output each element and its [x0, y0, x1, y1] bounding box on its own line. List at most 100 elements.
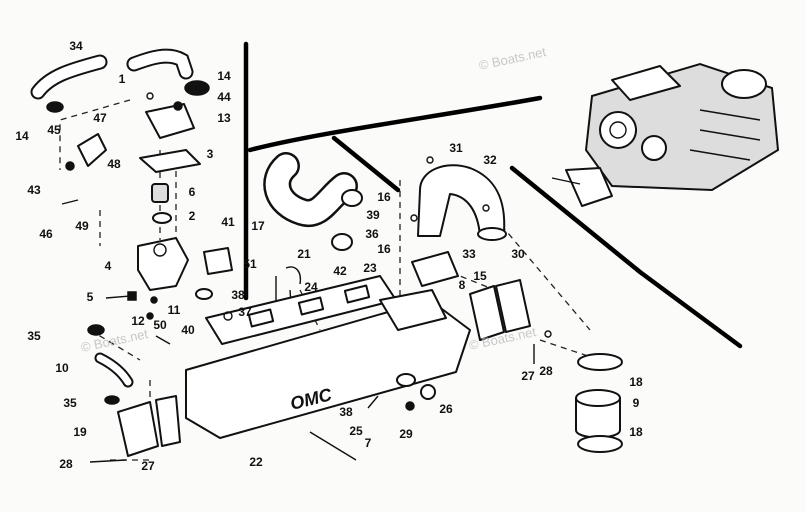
callout-4: 4: [105, 259, 112, 273]
callout-24: 24: [304, 280, 318, 294]
callout-19: 19: [73, 425, 87, 439]
misc-hardware: [61, 199, 552, 364]
callout-13: 13: [217, 111, 231, 125]
callout-35: 35: [63, 396, 77, 410]
cap-part-35b: [104, 395, 120, 405]
cover-part-19: [117, 401, 159, 457]
callout-33: 33: [462, 247, 476, 261]
callout-2: 2: [189, 209, 196, 223]
bracket-part-47: [77, 133, 107, 167]
clamp-part-16b: [331, 233, 353, 251]
callout-46: 46: [39, 227, 53, 241]
callout-38: 38: [231, 288, 245, 302]
callout-21: 21: [297, 247, 311, 261]
divider-line-right: [509, 165, 743, 349]
housing-part-13: [145, 103, 195, 139]
plate-part-8: [469, 285, 505, 341]
callout-44: 44: [217, 90, 231, 104]
manifold-flange: [379, 289, 447, 331]
gasket-part-33: [411, 251, 459, 287]
gasket-port: [297, 296, 325, 316]
callout-49: 49: [75, 219, 89, 233]
cap-part-14b: [46, 101, 64, 113]
callout-8: 8: [459, 278, 466, 292]
stud-part-25: [367, 395, 379, 409]
gasket-part-3: [139, 149, 201, 173]
fitting-part-11: [195, 288, 213, 300]
callout-11: 11: [168, 303, 181, 317]
fitting-part-29: [405, 401, 415, 411]
callout-27: 27: [521, 369, 535, 383]
plug-part-31: [426, 156, 434, 164]
callout-28: 28: [539, 364, 553, 378]
hose-part-34: [30, 48, 194, 100]
callout-26: 26: [439, 402, 453, 416]
callout-45: 45: [47, 123, 61, 137]
plug-part-26: [396, 373, 416, 387]
callout-5: 5: [87, 290, 94, 304]
watermark-text: © Boats.net: [478, 44, 548, 73]
tube-part-21: [285, 266, 302, 285]
callout-28: 28: [59, 457, 73, 471]
callout-3: 3: [207, 147, 214, 161]
clamp-part-16: [341, 189, 363, 207]
housing-port: [153, 243, 167, 257]
callout-18: 18: [629, 375, 643, 389]
gasket-port: [247, 308, 275, 328]
callout-22: 22: [249, 455, 263, 469]
callout-40: 40: [181, 323, 195, 337]
exhaust-elbow-part-36: [417, 164, 506, 237]
gasket-part-41: [203, 247, 233, 275]
thermostat-part-6: [151, 183, 169, 203]
clamp-part-18: [577, 353, 623, 371]
bolt-part-5: [105, 295, 131, 299]
callout-31: 31: [449, 141, 463, 155]
callout-18: 18: [629, 425, 643, 439]
callout-23: 23: [363, 261, 377, 275]
callout-32: 32: [483, 153, 497, 167]
callout-34: 34: [69, 39, 83, 53]
plate-part-15: [495, 279, 531, 333]
housing-part-4: [137, 237, 189, 291]
engine-illustration: [551, 62, 780, 207]
bolt-part-7: [309, 431, 357, 461]
callout-37: 37: [238, 305, 252, 319]
callout-16: 16: [377, 242, 391, 256]
cap-part-35: [87, 324, 105, 336]
callout-7: 7: [365, 436, 372, 450]
gasket-part-19g: [155, 395, 181, 447]
callout-39: 39: [366, 208, 380, 222]
callout-17: 17: [251, 219, 265, 233]
callout-30: 30: [511, 247, 525, 261]
callout-42: 42: [333, 264, 347, 278]
callout-14: 14: [15, 129, 29, 143]
callout-10: 10: [55, 361, 69, 375]
plug-part-26b: [420, 384, 436, 400]
callout-27: 27: [141, 459, 155, 473]
callout-14: 14: [217, 69, 231, 83]
hose-part-9-top: [575, 389, 621, 407]
callout-41: 41: [221, 215, 235, 229]
callout-1: 1: [119, 72, 126, 86]
callout-35: 35: [27, 329, 41, 343]
callout-12: 12: [131, 314, 145, 328]
elbow-outlet-part-30: [477, 227, 507, 241]
callout-36: 36: [365, 227, 379, 241]
seal-part-2: [152, 212, 172, 224]
callout-51: 51: [243, 257, 257, 271]
callout-9: 9: [633, 396, 640, 410]
bolt-head-5: [127, 291, 137, 301]
nut-part-43: [65, 161, 75, 171]
fitting-part-44: [173, 101, 183, 111]
callout-15: 15: [473, 269, 487, 283]
callout-50: 50: [153, 318, 167, 332]
callout-38: 38: [339, 405, 353, 419]
callout-48: 48: [107, 157, 121, 171]
screw-part-28: [89, 459, 127, 463]
screw-part-1: [146, 92, 154, 100]
divider-line-short: [331, 135, 401, 193]
callout-16: 16: [377, 190, 391, 204]
